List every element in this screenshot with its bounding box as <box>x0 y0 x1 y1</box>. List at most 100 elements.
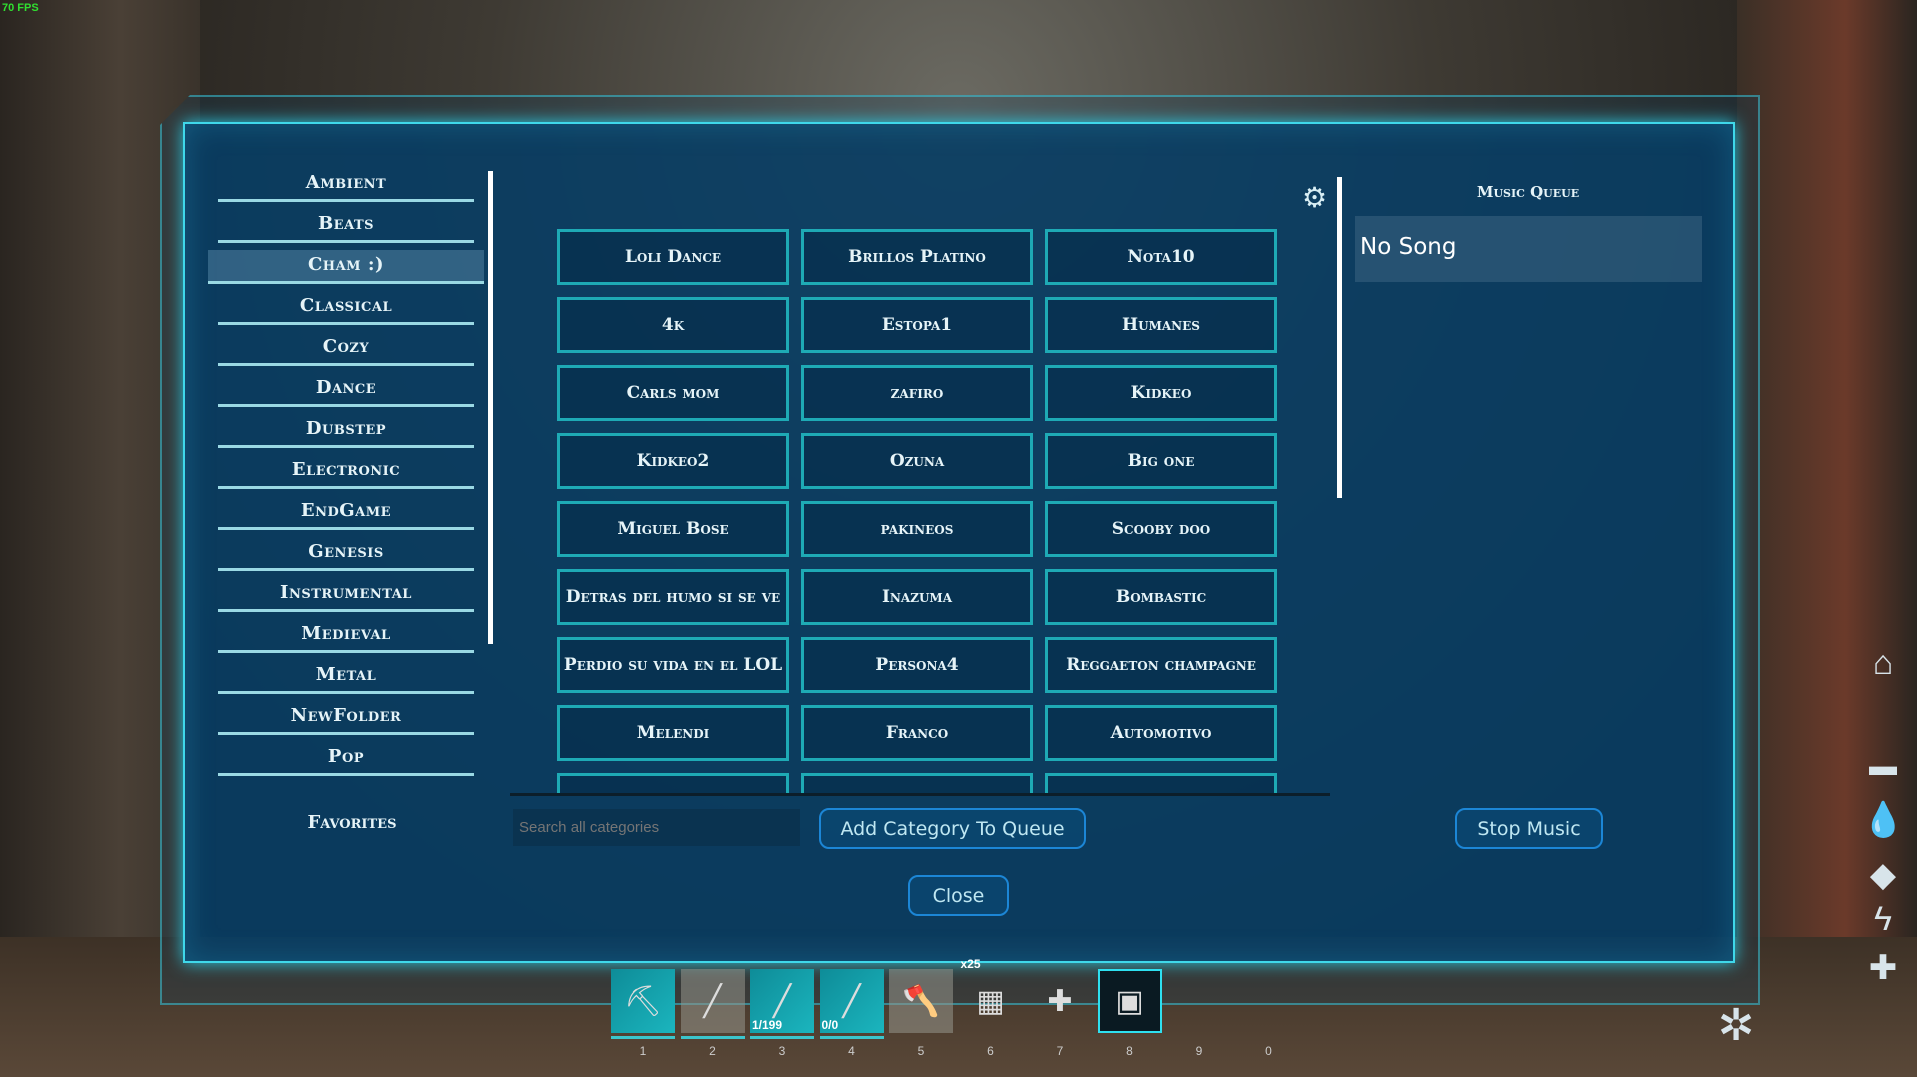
hotbar-slot[interactable]: ▣ <box>1097 969 1162 1033</box>
grid-divider <box>510 793 1330 796</box>
category-item[interactable]: Dance <box>218 373 474 407</box>
hotbar-key: 1 <box>639 1044 647 1058</box>
gear-icon[interactable]: ⚙ <box>1302 182 1328 213</box>
background-left <box>0 0 200 1077</box>
hotbar-key: 0 <box>1265 1044 1272 1058</box>
song-button[interactable] <box>801 773 1033 795</box>
hotbar-slot[interactable]: ╱0/0 <box>819 969 884 1039</box>
background-right <box>1737 0 1917 1077</box>
song-button[interactable]: Brillos Platino <box>801 229 1033 285</box>
category-item[interactable]: Metal <box>218 660 474 694</box>
hotbar-key: 9 <box>1195 1044 1203 1058</box>
hotbar-slot[interactable]: 🪓 <box>889 969 953 1033</box>
song-button[interactable]: Kidkeo <box>1045 365 1277 421</box>
spear-icon: ╱ <box>703 984 722 1018</box>
hotbar-key: 5 <box>917 1044 925 1058</box>
food-icon: ▬ <box>1869 750 1897 781</box>
super-plus-icon: ✚ <box>1047 984 1073 1018</box>
hotbar-slot[interactable]: ✚ <box>1028 969 1092 1033</box>
category-item[interactable]: Electronic <box>218 455 474 489</box>
song-button[interactable]: Automotivo <box>1045 705 1277 761</box>
durability-bar <box>819 1036 884 1039</box>
item-count: x25 <box>960 957 981 971</box>
home-icon: ⌂ <box>1872 644 1894 682</box>
health-icon: ✚ <box>1868 949 1898 987</box>
rifle-icon: ╱ <box>772 984 792 1018</box>
durability-bar <box>750 1036 814 1039</box>
music-queue-title: Music Queue <box>1476 183 1580 201</box>
song-button[interactable]: Franco <box>801 705 1033 761</box>
water-icon: 💧 <box>1862 801 1905 839</box>
stop-music-button[interactable]: Stop Music <box>1455 808 1603 849</box>
hotbar-key: 8 <box>1126 1044 1133 1058</box>
axe-icon: 🪓 <box>902 984 940 1018</box>
item-count: 0/0 <box>821 1018 839 1032</box>
search-input[interactable] <box>513 809 800 846</box>
song-button[interactable]: Miguel Bose <box>557 501 789 557</box>
category-item[interactable]: Cham :) <box>208 250 484 284</box>
song-button[interactable]: Bombastic <box>1045 569 1277 625</box>
song-button[interactable]: Detras del humo si se ve <box>557 569 789 625</box>
song-button[interactable]: Kidkeo2 <box>557 433 789 489</box>
hotbar-key: 4 <box>848 1044 855 1058</box>
category-item[interactable]: Instrumental <box>218 578 474 612</box>
item-count: 1/199 <box>752 1018 783 1032</box>
queue-item: No Song <box>1355 216 1702 282</box>
hotbar-key: 3 <box>778 1044 786 1058</box>
category-item[interactable]: Classical <box>218 291 474 325</box>
favorites-button[interactable]: Favorites <box>307 812 397 833</box>
category-item[interactable]: Medieval <box>218 619 474 653</box>
song-button[interactable]: Scooby doo <box>1045 501 1277 557</box>
hotbar-slot[interactable]: ▦x25 <box>959 957 1023 1033</box>
crossbow-icon: ╱ <box>842 984 861 1018</box>
song-button[interactable]: Loli Dance <box>557 229 789 285</box>
cloth-icon <box>1237 969 1301 1033</box>
song-button[interactable]: Humanes <box>1045 297 1277 353</box>
song-button[interactable]: Big one <box>1045 433 1277 489</box>
hotbar-slot[interactable]: ╱ <box>680 969 745 1039</box>
category-item[interactable]: Ambient <box>218 168 474 202</box>
song-button[interactable]: Melendi <box>557 705 789 761</box>
category-item[interactable]: Pop <box>218 742 474 776</box>
hotbar-slot[interactable] <box>1167 969 1231 1033</box>
compass-icon: ✲ <box>1717 1001 1755 1050</box>
energy-icon: ϟ <box>1874 900 1892 938</box>
category-item[interactable]: EndGame <box>218 496 474 530</box>
song-button[interactable]: pakineos <box>801 501 1033 557</box>
song-button[interactable]: Persona4 <box>801 637 1033 693</box>
weight-icon: ◆ <box>1869 856 1897 894</box>
song-button[interactable] <box>1045 773 1277 795</box>
pickaxe-icon: ⛏ <box>623 984 663 1018</box>
song-button[interactable]: Perdio su vida en el LOL <box>557 637 789 693</box>
song-button[interactable]: Estopa1 <box>801 297 1033 353</box>
add-category-to-queue-button[interactable]: Add Category To Queue <box>819 808 1086 849</box>
song-button[interactable] <box>557 773 789 795</box>
song-button[interactable]: Carls mom <box>557 365 789 421</box>
song-button[interactable]: Inazuma <box>801 569 1033 625</box>
song-button[interactable]: Reggaeton champagne <box>1045 637 1277 693</box>
close-button[interactable]: Close <box>908 875 1009 916</box>
category-item[interactable]: Cozy <box>218 332 474 366</box>
hotbar-key: 2 <box>709 1044 716 1058</box>
queue-scrollbar[interactable] <box>1337 177 1342 498</box>
song-button[interactable]: Ozuna <box>801 433 1033 489</box>
empty-slot <box>1167 969 1231 1033</box>
category-item[interactable]: Beats <box>218 209 474 243</box>
hotbar-key: 7 <box>1056 1044 1064 1058</box>
hotbar-slot[interactable]: ⛏ <box>611 969 675 1039</box>
hotbar-slot[interactable] <box>1237 969 1301 1033</box>
category-item[interactable]: NewFolder <box>218 701 474 735</box>
song-button[interactable]: Nota10 <box>1045 229 1277 285</box>
durability-bar <box>680 1036 745 1039</box>
song-button[interactable]: zafiro <box>801 365 1033 421</box>
category-scrollbar[interactable] <box>488 171 493 644</box>
fps-counter: 70 FPS <box>2 2 39 14</box>
song-button[interactable]: 4k <box>557 297 789 353</box>
device-icon: ▣ <box>1115 984 1144 1018</box>
category-item[interactable]: Genesis <box>218 537 474 571</box>
category-item[interactable]: Dubstep <box>218 414 474 448</box>
durability-bar <box>611 1036 675 1039</box>
hotbar-key: 6 <box>987 1044 994 1058</box>
hotbar-slot[interactable]: ╱1/199 <box>750 969 814 1039</box>
